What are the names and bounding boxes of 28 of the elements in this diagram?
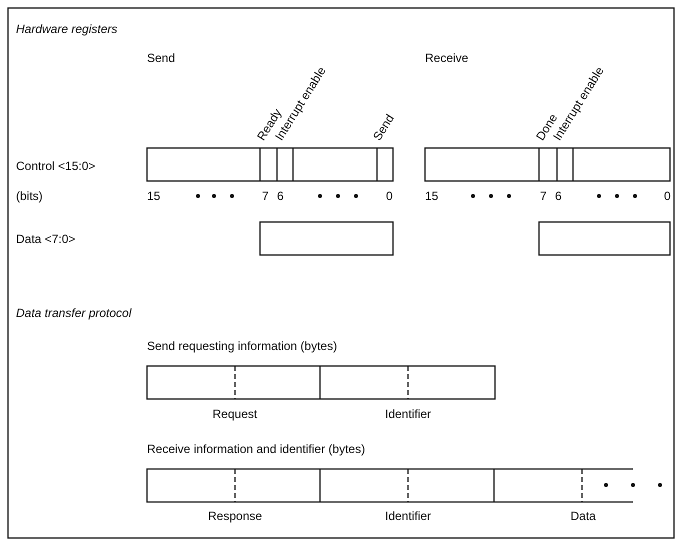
byte-frame bbox=[146, 468, 633, 503]
register-heading: Send bbox=[147, 51, 176, 65]
bit-number: 15 bbox=[147, 189, 160, 203]
register-box bbox=[259, 221, 394, 256]
field-label: Identifier bbox=[385, 509, 432, 523]
row-label: Data <7:0> bbox=[16, 232, 76, 246]
register-box bbox=[424, 147, 671, 182]
bit-number: 0 bbox=[386, 189, 393, 203]
field-label: Identifier bbox=[385, 407, 432, 421]
register-box bbox=[146, 147, 394, 182]
bit-number: 7 bbox=[262, 189, 269, 203]
register-heading: Receive bbox=[425, 51, 468, 65]
bit-number: 0 bbox=[664, 189, 671, 203]
row-label: Control <15:0> bbox=[16, 159, 96, 173]
field-label: Request bbox=[212, 407, 258, 421]
bit-number: 6 bbox=[555, 189, 562, 203]
byte-frame bbox=[146, 365, 496, 400]
bit-number: 7 bbox=[540, 189, 547, 203]
bit-number: 6 bbox=[277, 189, 284, 203]
field-label: Response bbox=[208, 509, 262, 523]
section-heading: Data transfer protocol bbox=[16, 306, 132, 320]
field-label: Data bbox=[570, 509, 596, 523]
bit-number: 15 bbox=[425, 189, 438, 203]
register-box bbox=[538, 221, 671, 256]
row-label: (bits) bbox=[16, 189, 43, 203]
frame-caption: Send requesting information (bytes) bbox=[147, 339, 338, 353]
section-heading: Hardware registers bbox=[16, 22, 118, 36]
frame-caption: Receive information and identifier (bytes) bbox=[147, 442, 366, 456]
